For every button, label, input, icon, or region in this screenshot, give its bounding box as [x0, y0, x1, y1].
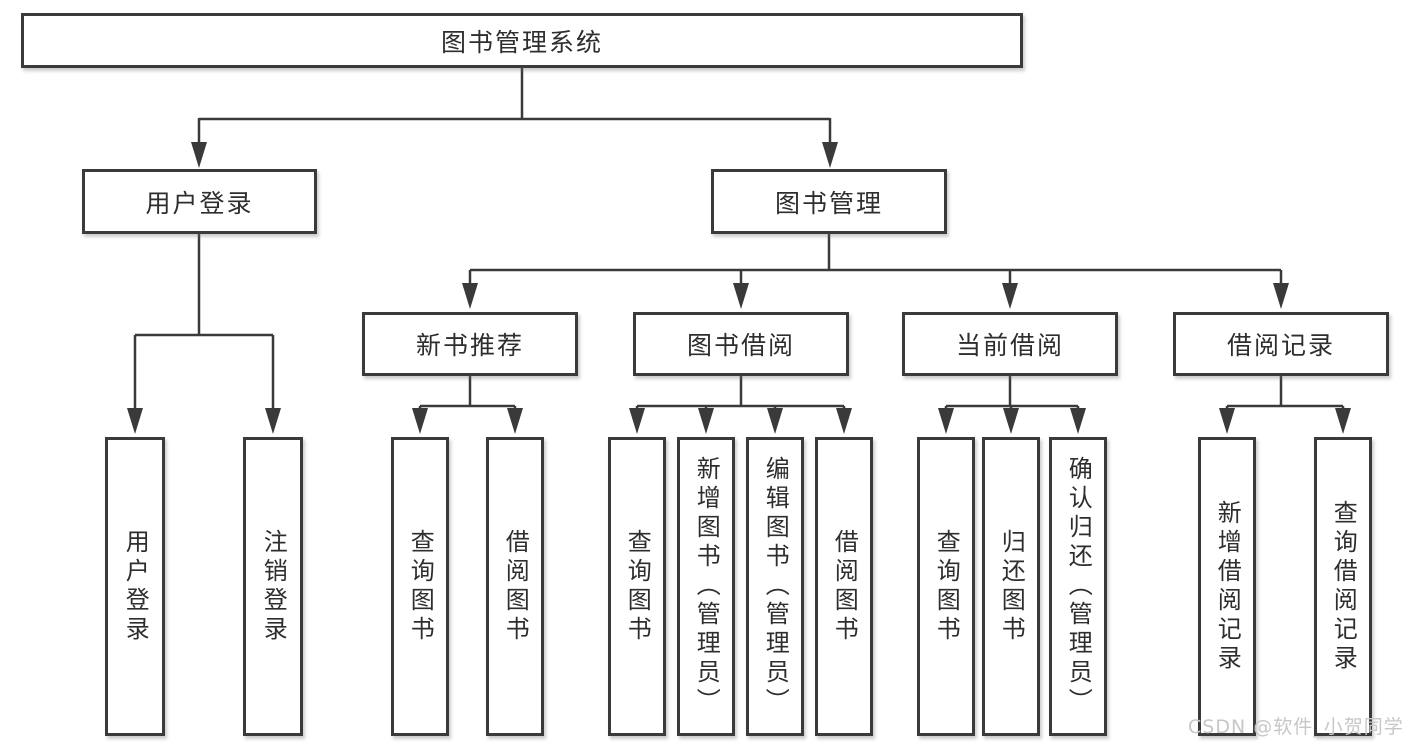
leaf-borrow-books-1-label: 借阅图书 [501, 528, 530, 645]
node-current-borrow: 当前借阅 [902, 312, 1118, 376]
leaf-query-books-2: 查询图书 [608, 437, 666, 736]
leaf-query-books-3: 查询图书 [917, 437, 975, 736]
leaf-add-books-admin: 新增图书（管理员） [677, 437, 735, 736]
leaf-borrow-books-2-label: 借阅图书 [830, 528, 859, 645]
node-current-borrow-label: 当前借阅 [955, 331, 1064, 360]
arrowhead [412, 408, 428, 434]
leaf-query-borrow-record: 查询借阅记录 [1314, 437, 1372, 736]
leaf-user-login-label: 用户登录 [121, 528, 150, 645]
arrowhead [462, 283, 478, 309]
node-user-login: 用户登录 [82, 169, 317, 234]
leaf-query-books-2-label: 查询图书 [623, 528, 652, 645]
leaf-query-books-1: 查询图书 [391, 437, 449, 736]
node-book-management: 图书管理 [711, 169, 947, 234]
arrowhead [938, 408, 954, 434]
arrowhead [822, 142, 838, 168]
arrowhead [1002, 283, 1018, 309]
csdn-watermark: CSDN @软件_小贺同学 [1188, 716, 1404, 738]
arrowhead [629, 408, 645, 434]
arrowhead [1219, 408, 1235, 434]
node-book-borrow-label: 图书借阅 [686, 331, 795, 360]
arrowhead [733, 283, 749, 309]
node-book-borrow: 图书借阅 [633, 312, 849, 376]
leaf-edit-books-admin: 编辑图书（管理员） [746, 437, 804, 736]
connector-borrow-records-to-leaves [1219, 376, 1351, 434]
node-new-book-recommend: 新书推荐 [362, 312, 578, 376]
arrowhead [127, 408, 143, 434]
leaf-query-books-1-label: 查询图书 [406, 528, 435, 645]
connector-new-books-to-leaves [412, 376, 523, 434]
leaf-logout: 注销登录 [243, 437, 303, 736]
arrowhead [1070, 408, 1086, 434]
arrowhead [698, 408, 714, 434]
leaf-add-borrow-record: 新增借阅记录 [1198, 437, 1256, 736]
node-root-label: 图书管理系统 [440, 27, 603, 57]
leaf-query-books-3-label: 查询图书 [932, 528, 961, 645]
leaf-borrow-books-2: 借阅图书 [815, 437, 873, 736]
connector-user-login-to-leaves [127, 234, 281, 434]
leaf-add-books-admin-label: 新增图书（管理员） [692, 456, 721, 717]
arrowhead [1335, 408, 1351, 434]
arrowhead [507, 408, 523, 434]
node-borrow-records: 借阅记录 [1173, 312, 1389, 376]
node-borrow-records-label: 借阅记录 [1226, 331, 1335, 360]
connector-book-borrow-to-leaves [629, 376, 852, 434]
leaf-confirm-return-admin: 确认归还（管理员） [1049, 437, 1107, 736]
arrowhead [836, 408, 852, 434]
leaf-query-borrow-record-label: 查询借阅记录 [1329, 499, 1358, 674]
arrowhead [265, 408, 281, 434]
node-user-login-label: 用户登录 [145, 188, 254, 218]
connector-current-borrow-to-leaves [938, 376, 1086, 434]
leaf-return-books: 归还图书 [982, 437, 1040, 736]
arrowhead [767, 408, 783, 434]
connector-root-to-level2 [191, 68, 838, 168]
leaf-confirm-return-admin-label: 确认归还（管理员） [1064, 456, 1093, 717]
node-new-book-recommend-label: 新书推荐 [415, 331, 524, 360]
leaf-edit-books-admin-label: 编辑图书（管理员） [761, 456, 790, 717]
leaf-user-login: 用户登录 [105, 437, 165, 736]
connector-book-mgmt-to-level3 [462, 234, 1289, 309]
leaf-borrow-books-1: 借阅图书 [486, 437, 544, 736]
arrowhead [1003, 408, 1019, 434]
leaf-add-borrow-record-label: 新增借阅记录 [1213, 499, 1242, 674]
node-book-management-label: 图书管理 [774, 188, 883, 218]
arrowhead [1273, 283, 1289, 309]
arrowhead [191, 142, 207, 168]
leaf-return-books-label: 归还图书 [997, 528, 1026, 645]
node-root: 图书管理系统 [21, 13, 1023, 68]
leaf-logout-label: 注销登录 [259, 528, 288, 645]
